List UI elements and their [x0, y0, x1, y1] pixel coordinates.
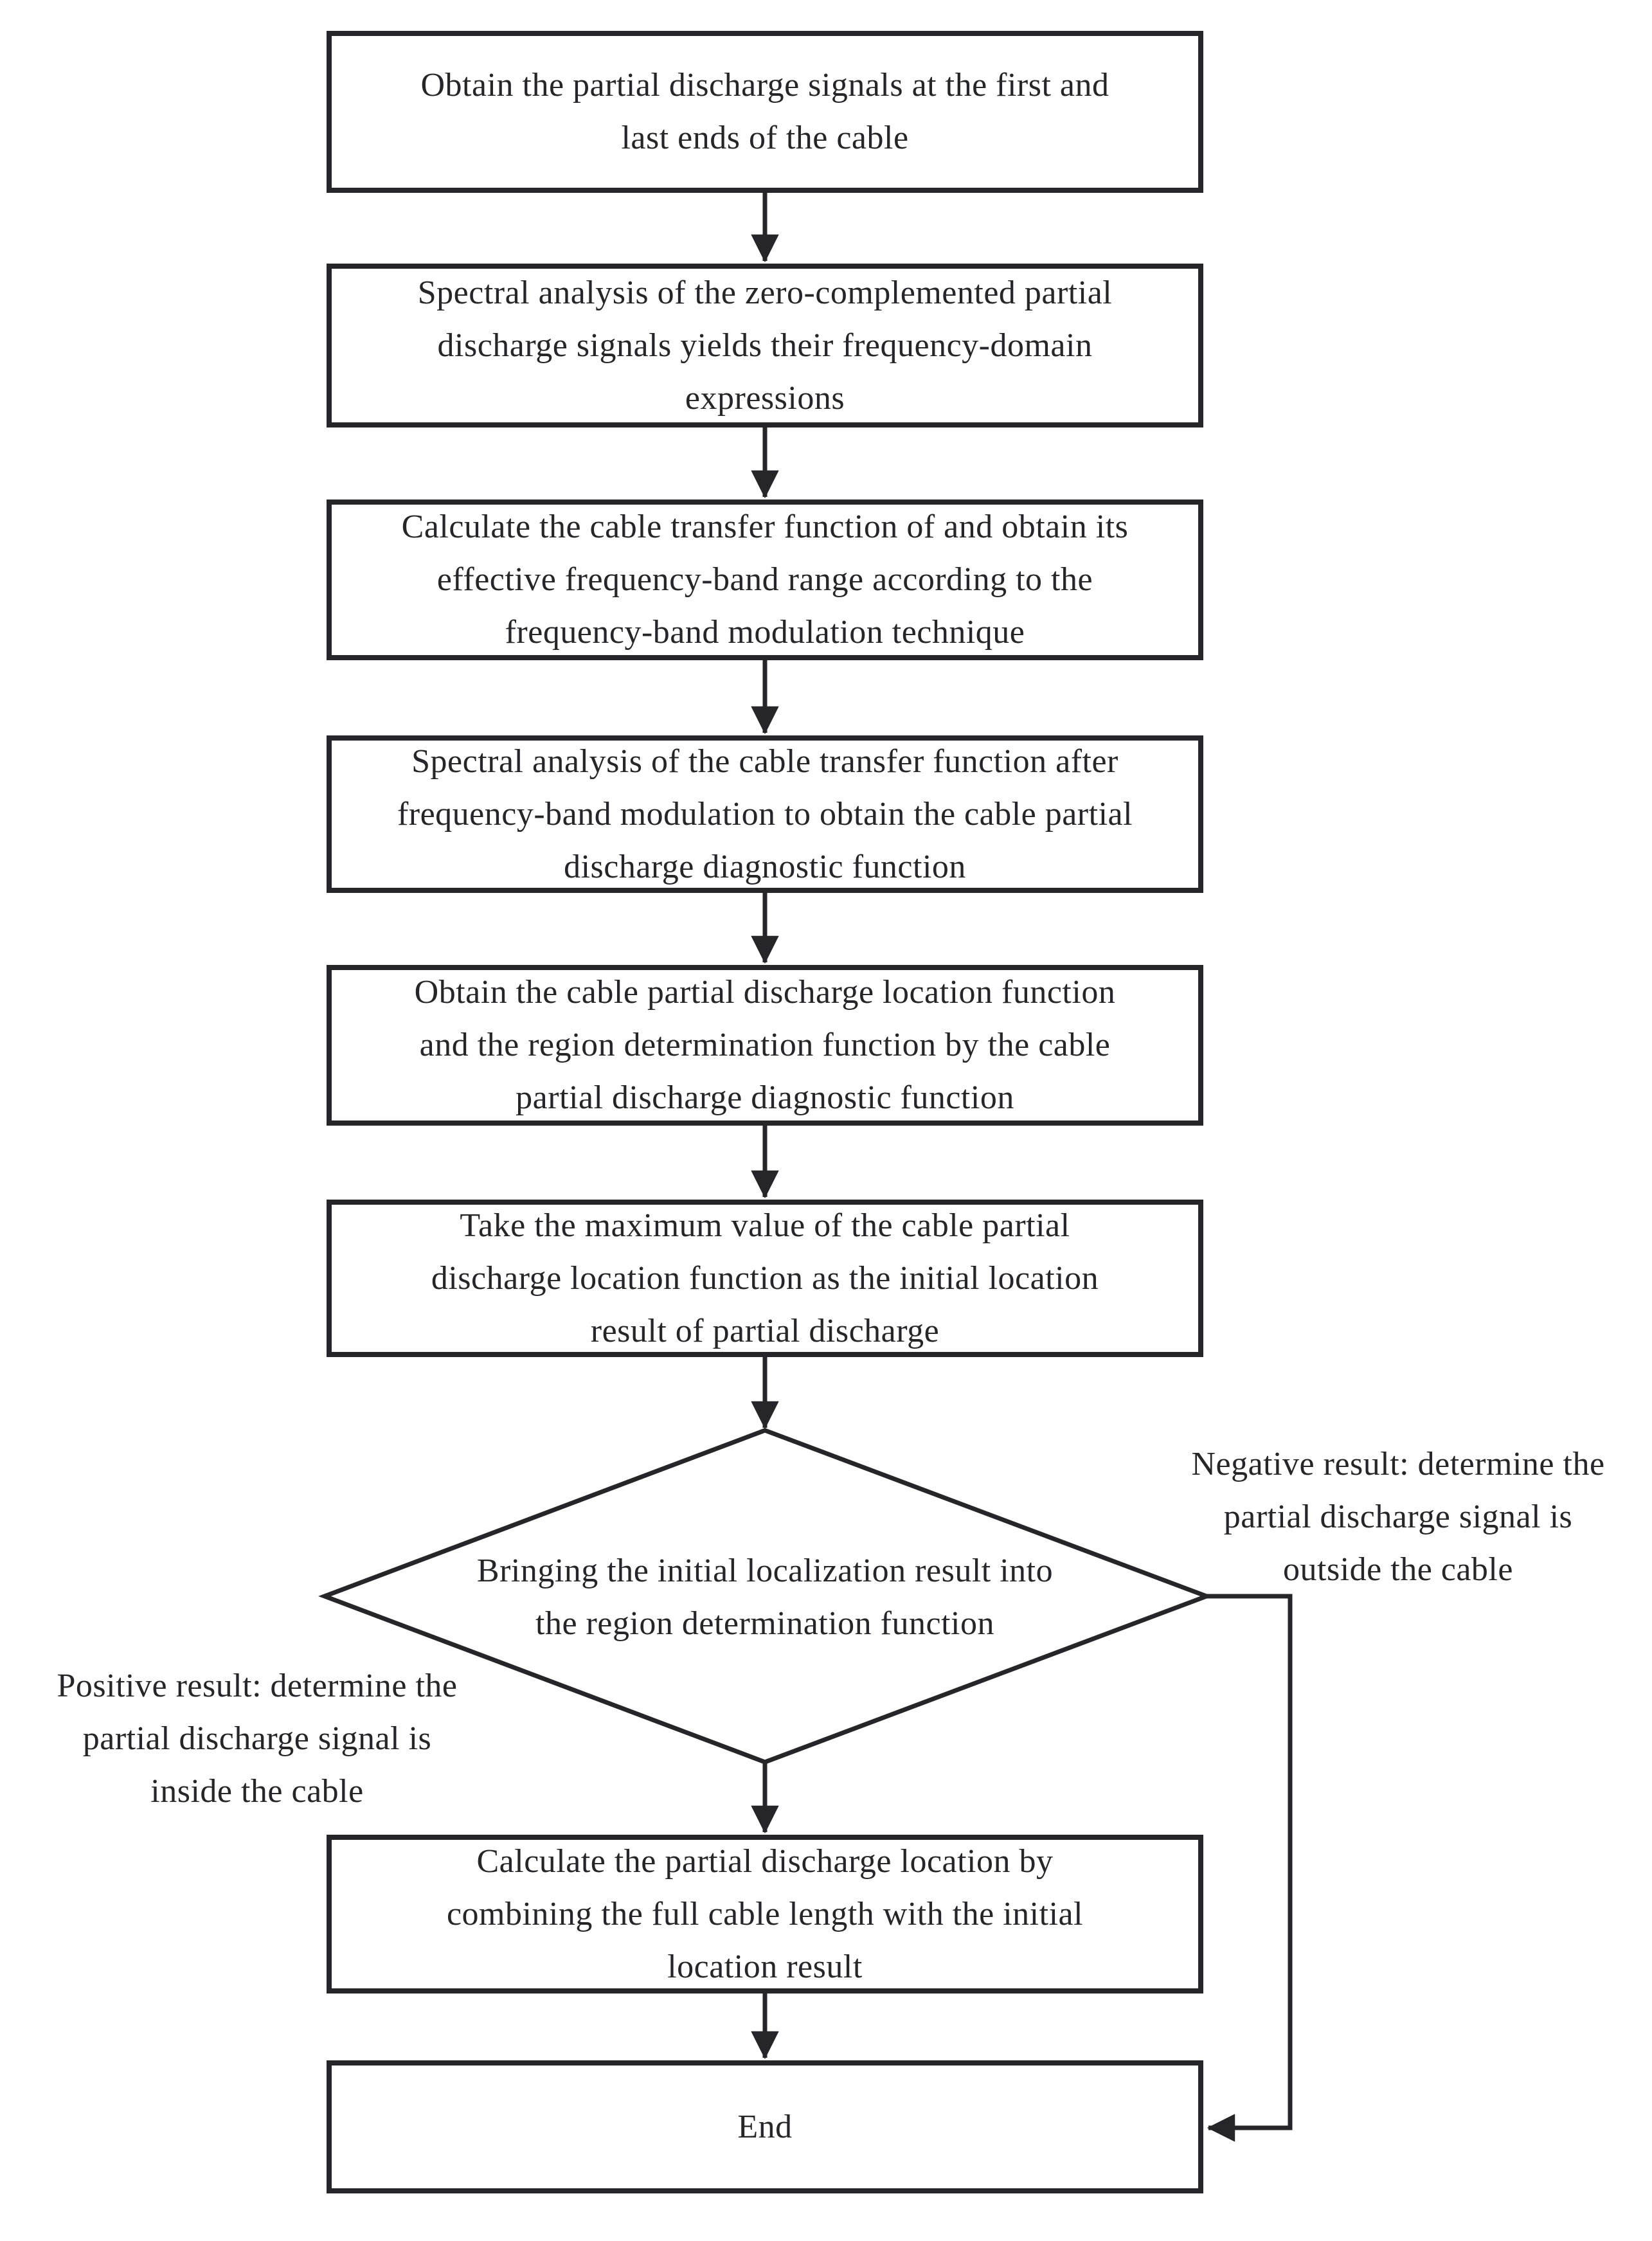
decision-diamond-shape	[318, 1428, 1213, 1765]
step-label: Obtain the cable partial discharge locat…	[414, 974, 1116, 1116]
step-label: Spectral analysis of the zero-complement…	[417, 274, 1113, 417]
step-box-calculate-location: Calculate the partial discharge location…	[327, 1835, 1203, 1994]
step-label: Spectral analysis of the cable transfer …	[397, 742, 1133, 885]
step-box-calculate-transfer-function: Calculate the cable transfer function of…	[327, 500, 1203, 660]
arrow-negative-branch-to-end	[1207, 1594, 1293, 2142]
step-box-obtain-location-function: Obtain the cable partial discharge locat…	[327, 965, 1203, 1126]
end-box: End	[327, 2060, 1203, 2193]
step-box-spectral-analysis-signals: Spectral analysis of the zero-complement…	[327, 264, 1203, 428]
negative-result-text: Negative result: determine the partial d…	[1191, 1446, 1605, 1588]
branch-label-positive: Positive result: determine the partial d…	[19, 1659, 495, 1819]
step-label: Calculate the cable transfer function of…	[401, 509, 1129, 651]
end-label: End	[737, 2108, 793, 2145]
step-label: Obtain the partial discharge signals at …	[420, 67, 1109, 156]
decision-diamond-label-area: Bringing the initial localization result…	[411, 1524, 1118, 1671]
branch-label-negative: Negative result: determine the partial d…	[1151, 1437, 1646, 1598]
step-label: Take the maximum value of the cable part…	[431, 1207, 1099, 1349]
step-label: Calculate the partial discharge location…	[446, 1842, 1084, 1985]
positive-result-text: Positive result: determine the partial d…	[57, 1668, 458, 1810]
step-box-take-maximum-value: Take the maximum value of the cable part…	[327, 1200, 1203, 1357]
decision-label: Bringing the initial localization result…	[476, 1553, 1054, 1642]
step-box-obtain-signals: Obtain the partial discharge signals at …	[327, 31, 1203, 193]
step-box-spectral-analysis-transfer: Spectral analysis of the cable transfer …	[327, 735, 1203, 893]
